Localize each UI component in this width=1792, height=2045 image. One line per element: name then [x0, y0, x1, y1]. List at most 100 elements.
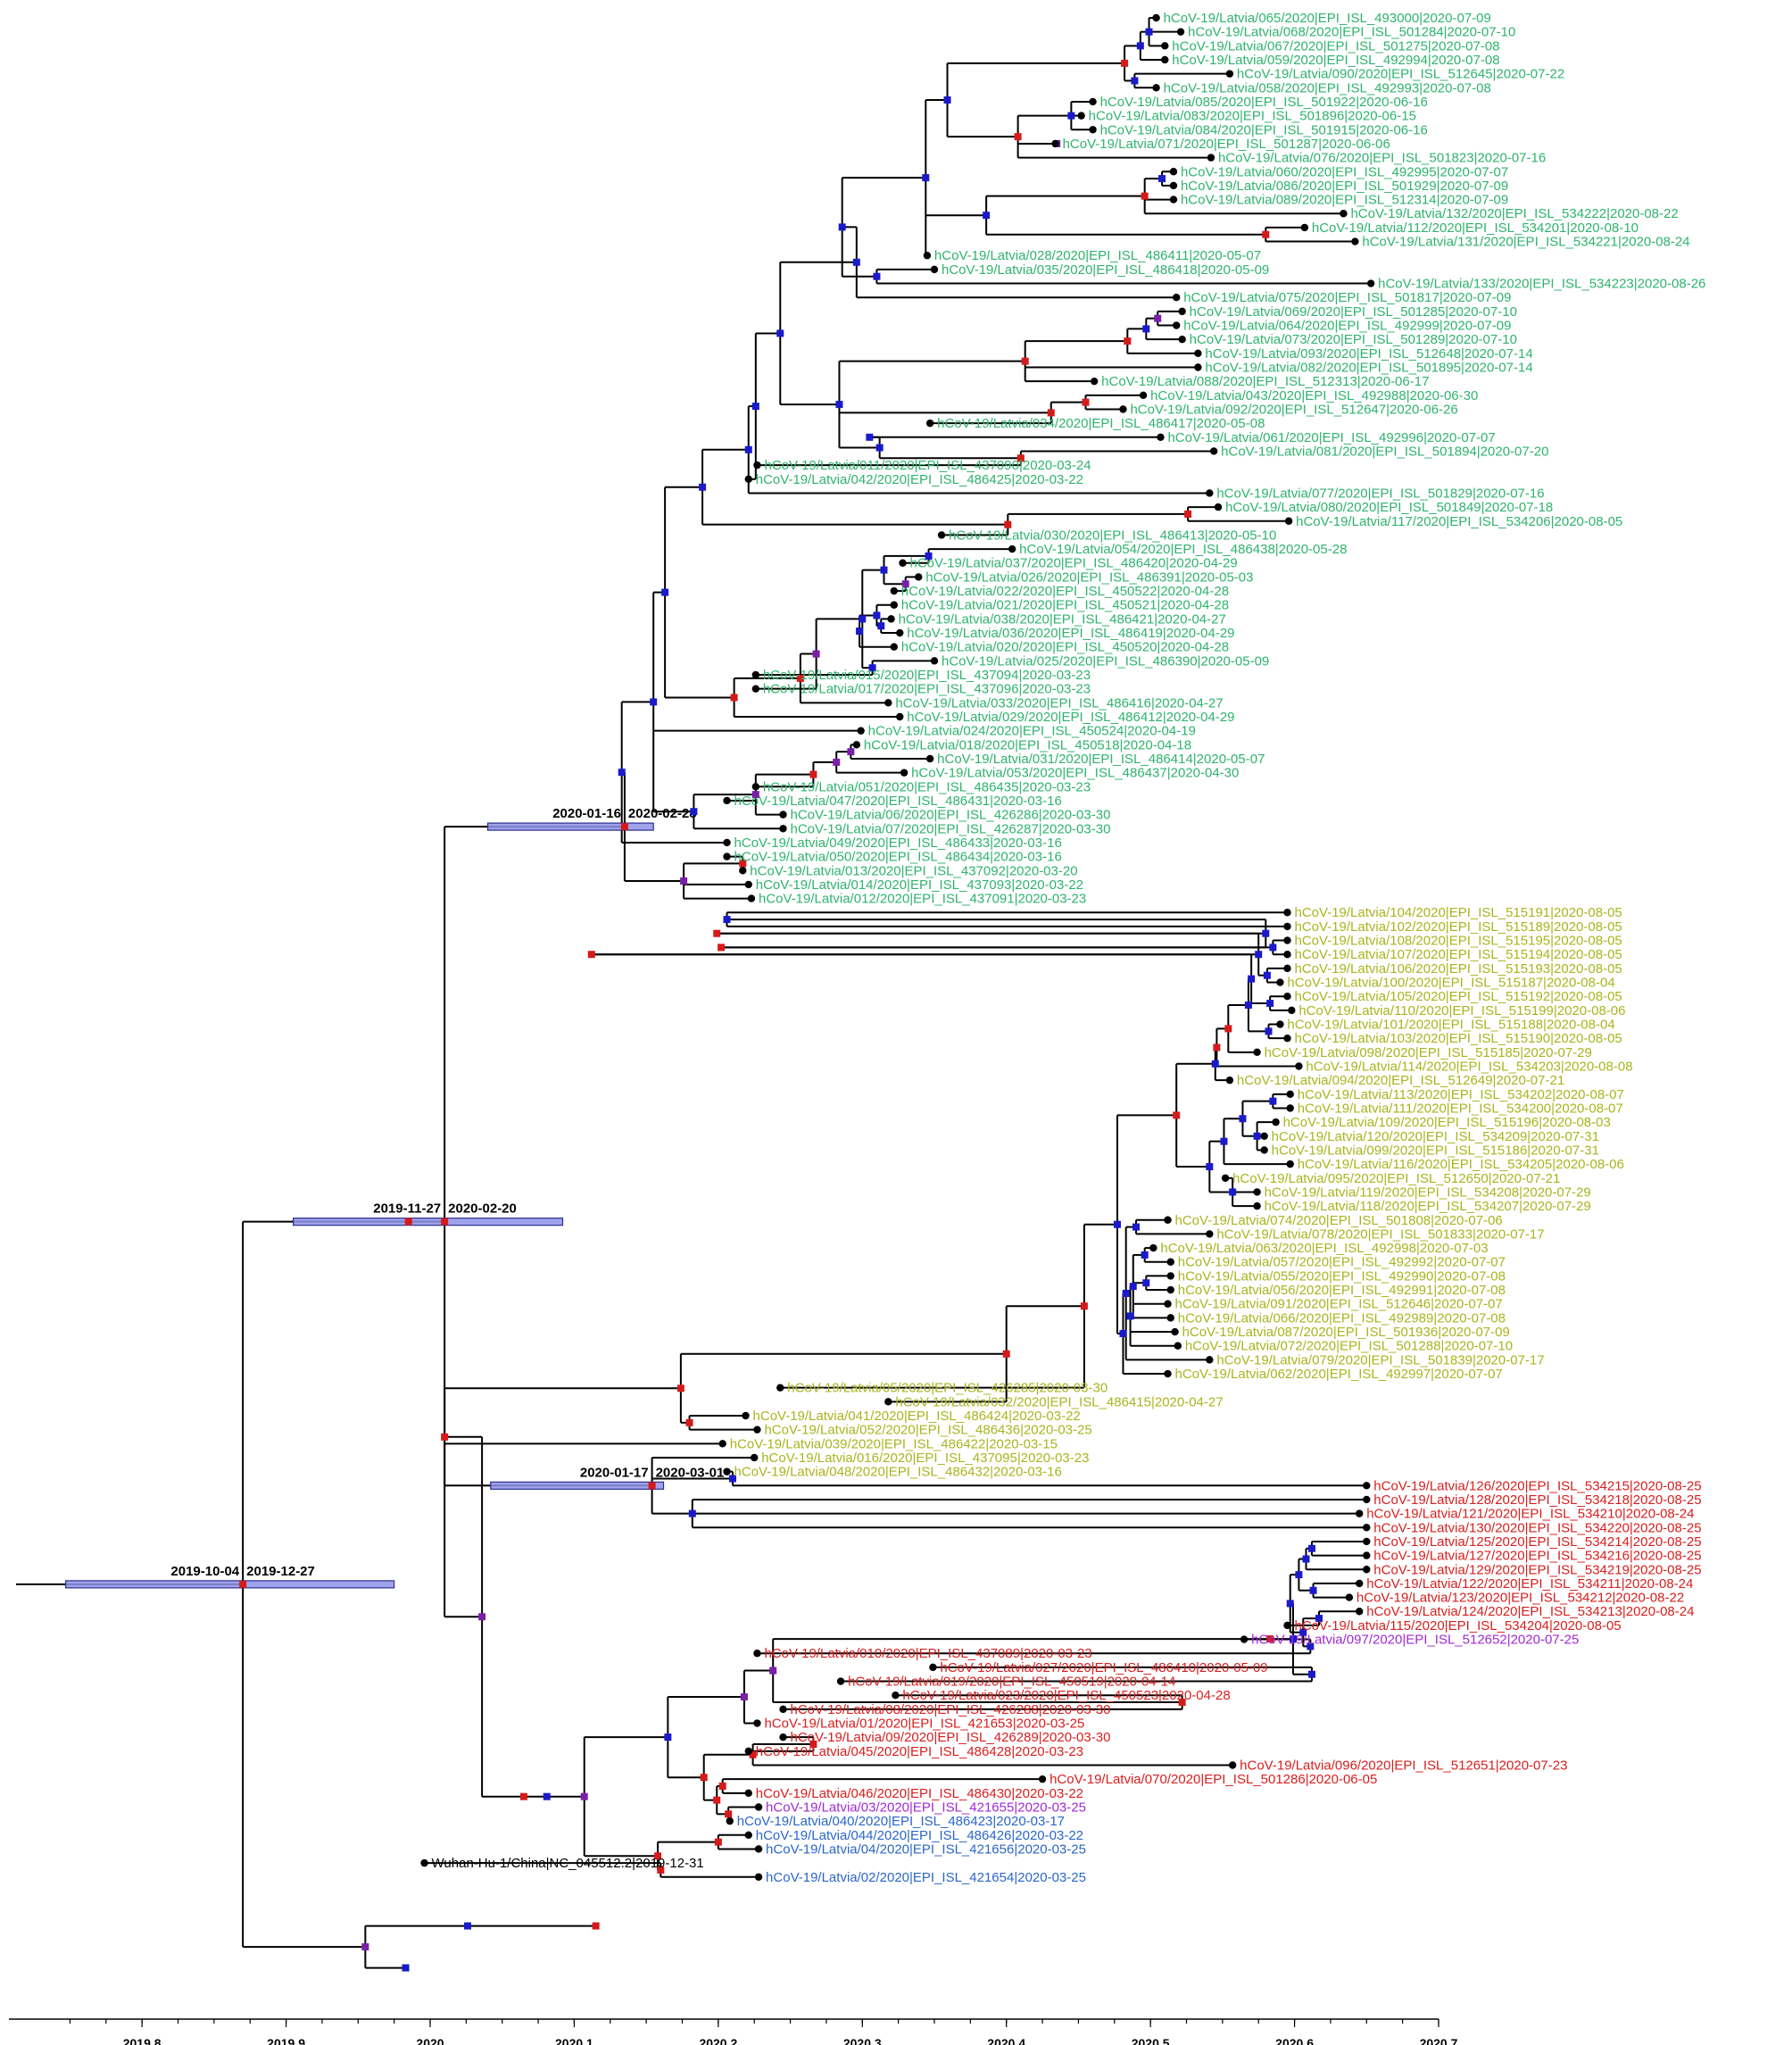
node-marker — [769, 1667, 777, 1675]
tip-label: hCoV-19/Latvia/073/2020|EPI_ISL_501289|2… — [1190, 332, 1517, 347]
tip-label: hCoV-19/Latvia/087/2020|EPI_ISL_501936|2… — [1182, 1325, 1510, 1340]
tip-point — [1173, 294, 1181, 302]
node-marker — [402, 1964, 410, 1972]
tip-label: hCoV-19/Latvia/064/2020|EPI_ISL_492999|2… — [1183, 319, 1511, 334]
node-marker — [463, 1922, 471, 1930]
tip-label: hCoV-19/Latvia/011/2020|EPI_ISL_437090|2… — [764, 458, 1091, 473]
tip-point — [1178, 307, 1186, 316]
node-marker — [1136, 42, 1144, 50]
node-marker — [943, 96, 951, 104]
tip-point — [718, 1440, 726, 1448]
node-marker — [618, 769, 626, 777]
tip-label: hCoV-19/Latvia/054/2020|EPI_ISL_486438|2… — [1019, 542, 1347, 557]
tip-point — [1089, 97, 1097, 106]
tip-label: hCoV-19/Latvia/061/2020|EPI_ISL_492996|2… — [1167, 430, 1495, 445]
tip-point — [925, 754, 934, 763]
tip-point — [899, 559, 907, 567]
tip-label: hCoV-19/Latvia/113/2020|EPI_ISL_534202|2… — [1298, 1087, 1624, 1102]
node-marker — [751, 403, 759, 411]
node-marker — [1255, 951, 1263, 959]
node-marker — [1206, 1163, 1214, 1171]
tip-point — [1038, 1775, 1047, 1783]
tip-point — [884, 699, 892, 707]
node-marker — [580, 1792, 588, 1800]
tip-point — [1288, 1006, 1296, 1015]
node-marker — [699, 483, 707, 491]
tip-label: hCoV-19/Latvia/045/2020|EPI_ISL_486428|2… — [756, 1744, 1083, 1759]
tip-label: hCoV-19/Latvia/084/2020|EPI_ISL_501915|2… — [1100, 122, 1428, 137]
tip-label: hCoV-19/Latvia/042/2020|EPI_ISL_486425|2… — [756, 472, 1083, 487]
hpd-bar — [293, 1218, 564, 1226]
tip-label: hCoV-19/Latvia/033/2020|EPI_ISL_486416|2… — [895, 695, 1223, 711]
tip-point — [1164, 1300, 1172, 1308]
hpd-bar — [490, 1481, 665, 1490]
tip-point — [1283, 909, 1291, 917]
tip-point — [751, 670, 760, 679]
node-marker — [1211, 1060, 1219, 1068]
node-marker — [1224, 1025, 1232, 1033]
tip-point — [1157, 433, 1165, 441]
node-marker — [838, 223, 846, 231]
tip-label: hCoV-19/Latvia/016/2020|EPI_ISL_437095|2… — [761, 1451, 1089, 1466]
tip-point — [887, 615, 895, 623]
tip-point — [1260, 1132, 1268, 1141]
tip-point — [1164, 1216, 1172, 1224]
tip-point — [1077, 112, 1085, 120]
tip-label: hCoV-19/Latvia/118/2020|EPI_ISL_534207|2… — [1265, 1199, 1591, 1214]
tip-label: hCoV-19/Latvia/111/2020|EPI_ISL_534200|2… — [1298, 1101, 1623, 1116]
tip-label: hCoV-19/Latvia/125/2020|EPI_ISL_534214|2… — [1373, 1534, 1701, 1550]
node-marker — [657, 1866, 665, 1874]
hpd-label-lower: 2019-10-04 — [170, 1564, 239, 1579]
node-marker — [1124, 337, 1132, 345]
tip-label: hCoV-19/Latvia/088/2020|EPI_ISL_512313|2… — [1101, 374, 1429, 389]
tip-label: hCoV-19/Latvia/028/2020|EPI_ISL_486411|2… — [934, 248, 1261, 263]
tip-point — [1283, 922, 1291, 931]
tip-point — [753, 461, 761, 470]
tip-point — [925, 419, 934, 428]
tip-point — [1363, 1551, 1371, 1559]
node-marker — [1119, 1329, 1127, 1337]
axis-tick-label: 2019.8 — [123, 2036, 162, 2045]
hpd-label-upper: 2019-12-27 — [246, 1564, 315, 1579]
tip-point — [742, 1411, 750, 1420]
node-marker — [1002, 1350, 1010, 1358]
tip-point — [892, 1692, 900, 1700]
tip-point — [896, 628, 904, 637]
node-marker — [749, 1750, 757, 1758]
tip-point — [753, 1719, 761, 1727]
node-marker — [1158, 175, 1166, 183]
tip-point — [1253, 1048, 1261, 1057]
node-marker — [718, 1782, 726, 1790]
tip-label: hCoV-19/Latvia/133/2020|EPI_ISL_534223|2… — [1378, 277, 1705, 292]
node-marker — [690, 808, 698, 816]
tip-point — [1225, 1076, 1234, 1085]
node-marker — [1263, 971, 1271, 979]
tip-label: hCoV-19/Latvia/08/2020|EPI_ISL_426288|20… — [791, 1702, 1111, 1717]
node-marker — [739, 860, 747, 868]
node-marker — [1269, 944, 1277, 952]
node-marker — [796, 674, 804, 682]
tip-label: hCoV-19/Latvia/090/2020|EPI_ISL_512645|2… — [1237, 67, 1564, 82]
node-marker — [543, 1792, 551, 1800]
tip-point — [930, 265, 939, 274]
node-marker — [1286, 1600, 1294, 1608]
tip-label: hCoV-19/Latvia/024/2020|EPI_ISL_450524|2… — [868, 724, 1196, 739]
tip-label: hCoV-19/Latvia/132/2020|EPI_ISL_534222|2… — [1350, 206, 1678, 221]
axis-tick-label: 2020.3 — [843, 2036, 882, 2045]
node-marker — [664, 1733, 672, 1742]
tip-label: hCoV-19/Latvia/097/2020|EPI_ISL_512652|2… — [1251, 1633, 1579, 1648]
node-marker — [700, 1774, 708, 1782]
tip-label: hCoV-19/Latvia/09/2020|EPI_ISL_426289|20… — [791, 1730, 1111, 1745]
node-marker — [361, 1943, 369, 1951]
tip-point — [1363, 1482, 1371, 1490]
tip-label: hCoV-19/Latvia/102/2020|EPI_ISL_515189|2… — [1295, 919, 1622, 935]
node-marker — [1126, 1312, 1134, 1320]
tip-point — [744, 475, 752, 483]
node-marker — [680, 877, 688, 885]
tip-label: hCoV-19/Latvia/029/2020|EPI_ISL_486412|2… — [907, 710, 1234, 725]
tip-label: hCoV-19/Latvia/019/2020|EPI_ISL_450519|2… — [848, 1675, 1175, 1690]
node-marker — [661, 588, 669, 596]
tip-label: hCoV-19/Latvia/123/2020|EPI_ISL_534212|2… — [1356, 1591, 1684, 1606]
tip-label: hCoV-19/Latvia/06/2020|EPI_ISL_426286|20… — [791, 808, 1111, 823]
tip-point — [1176, 28, 1185, 36]
